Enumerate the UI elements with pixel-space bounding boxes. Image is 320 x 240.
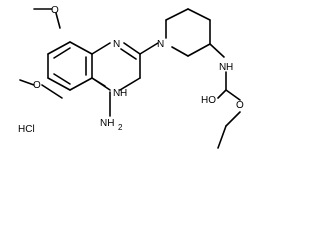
- bond-c-oh: [217, 89, 227, 99]
- bond-link-piperidine: [139, 42, 159, 55]
- bond-pyr-4: [119, 77, 141, 91]
- bond-o-ch2: [225, 111, 241, 127]
- bond-ch2-ch3: [217, 125, 227, 149]
- bond-c-nh: [209, 43, 225, 58]
- structure-diagram: O O N N H NH 2 N N H HO O HCl: [18, 5, 244, 149]
- label-ho: HO: [201, 95, 216, 106]
- bond-pyr-2: [123, 42, 141, 55]
- label-nh: H: [120, 88, 127, 99]
- bond-pyr-5b: [91, 77, 106, 87]
- bond-c-o: [225, 89, 241, 101]
- bond-pip-2: [165, 8, 189, 21]
- label-nh2: NH: [100, 118, 114, 129]
- label-n-carbamate: N: [219, 62, 226, 73]
- bond-pyr-1: [91, 42, 111, 55]
- bond-o-left-ring: [41, 84, 63, 99]
- bond-benz-1: [69, 41, 93, 55]
- label-n-piperidine: N: [157, 39, 164, 50]
- bond-pyr-2b: [120, 48, 137, 60]
- bond-benz-4: [47, 77, 71, 91]
- label-nh2-sub: 2: [118, 123, 123, 132]
- bond-benz-6: [47, 41, 71, 55]
- bond-pip-5: [187, 43, 211, 57]
- bond-benz-inner-3: [53, 47, 71, 59]
- label-h-carbamate: H: [226, 62, 233, 73]
- label-o-ester: O: [236, 100, 244, 111]
- label-o-left: O: [33, 80, 41, 91]
- bond-benz-inner-2: [53, 73, 71, 85]
- label-hcl: HCl: [18, 124, 35, 135]
- bond-methyl-left: [19, 79, 35, 86]
- label-n-ring-bottom: N: [113, 88, 120, 99]
- bond-benz-3: [69, 77, 93, 91]
- bond-pip-6: [171, 46, 189, 57]
- label-o-top: O: [51, 5, 59, 16]
- label-n-ring-top: N: [113, 39, 120, 50]
- bond-pip-3: [187, 8, 211, 21]
- bond-o-top-ring: [55, 12, 61, 29]
